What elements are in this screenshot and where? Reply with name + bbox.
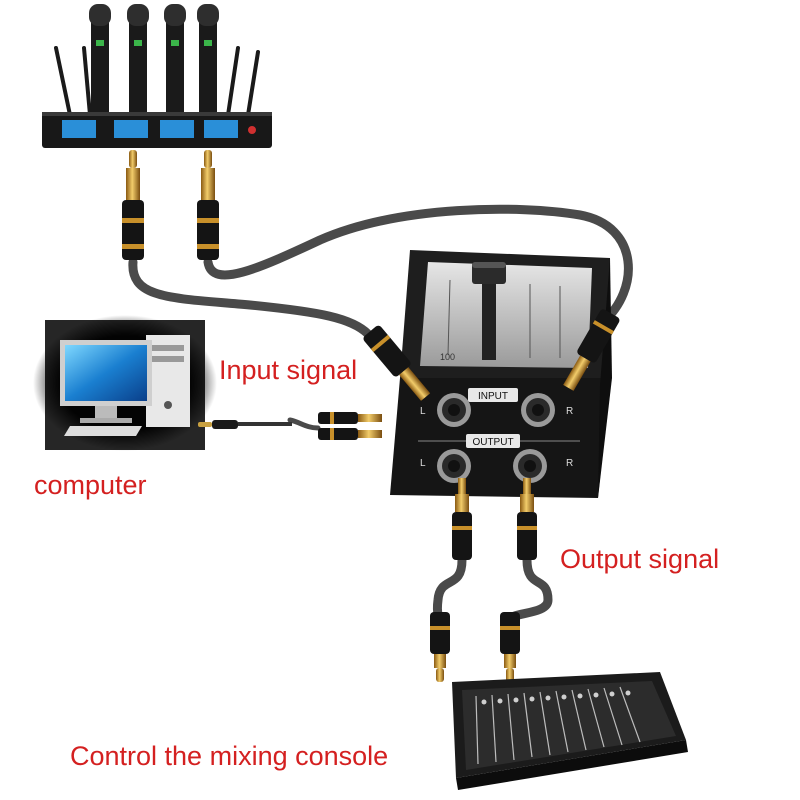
jack-sockets bbox=[437, 393, 555, 483]
scale-top-label: 100 bbox=[440, 352, 455, 362]
volume-controller-box: 100 INPUT OUTPUT L R L R bbox=[390, 250, 612, 498]
output-right-mark: R bbox=[566, 458, 573, 469]
cable-computer-split bbox=[287, 417, 321, 431]
output-signal-label: Output signal bbox=[560, 544, 720, 574]
wireless-microphone-receiver bbox=[42, 4, 272, 148]
cable-receiver-to-input-left bbox=[128, 257, 373, 339]
input-plugs bbox=[363, 309, 620, 401]
cable-output-right-to-console bbox=[505, 555, 553, 625]
input-signal-label: Input signal bbox=[219, 355, 358, 385]
computer-audio-cable bbox=[198, 412, 382, 440]
cable-output-left-to-console bbox=[432, 555, 467, 625]
receiver-plugs bbox=[122, 150, 219, 260]
mixing-console-label: Control the mixing console bbox=[70, 741, 389, 771]
input-panel-label: INPUT bbox=[478, 391, 508, 402]
fader-slot bbox=[482, 276, 496, 360]
antennas bbox=[54, 46, 260, 117]
cable-receiver-to-input-right bbox=[203, 204, 633, 327]
input-right-mark: R bbox=[566, 406, 573, 417]
microphones bbox=[89, 4, 219, 118]
keyboard bbox=[64, 426, 142, 436]
output-panel-label: OUTPUT bbox=[472, 437, 513, 448]
output-left-mark: L bbox=[420, 458, 426, 469]
fader-plate bbox=[420, 262, 592, 368]
mixing-console bbox=[452, 672, 688, 790]
computer bbox=[33, 315, 217, 451]
computer-label: computer bbox=[34, 470, 147, 500]
console-plugs bbox=[430, 612, 520, 682]
output-plugs bbox=[452, 478, 537, 560]
input-left-mark: L bbox=[420, 406, 426, 417]
